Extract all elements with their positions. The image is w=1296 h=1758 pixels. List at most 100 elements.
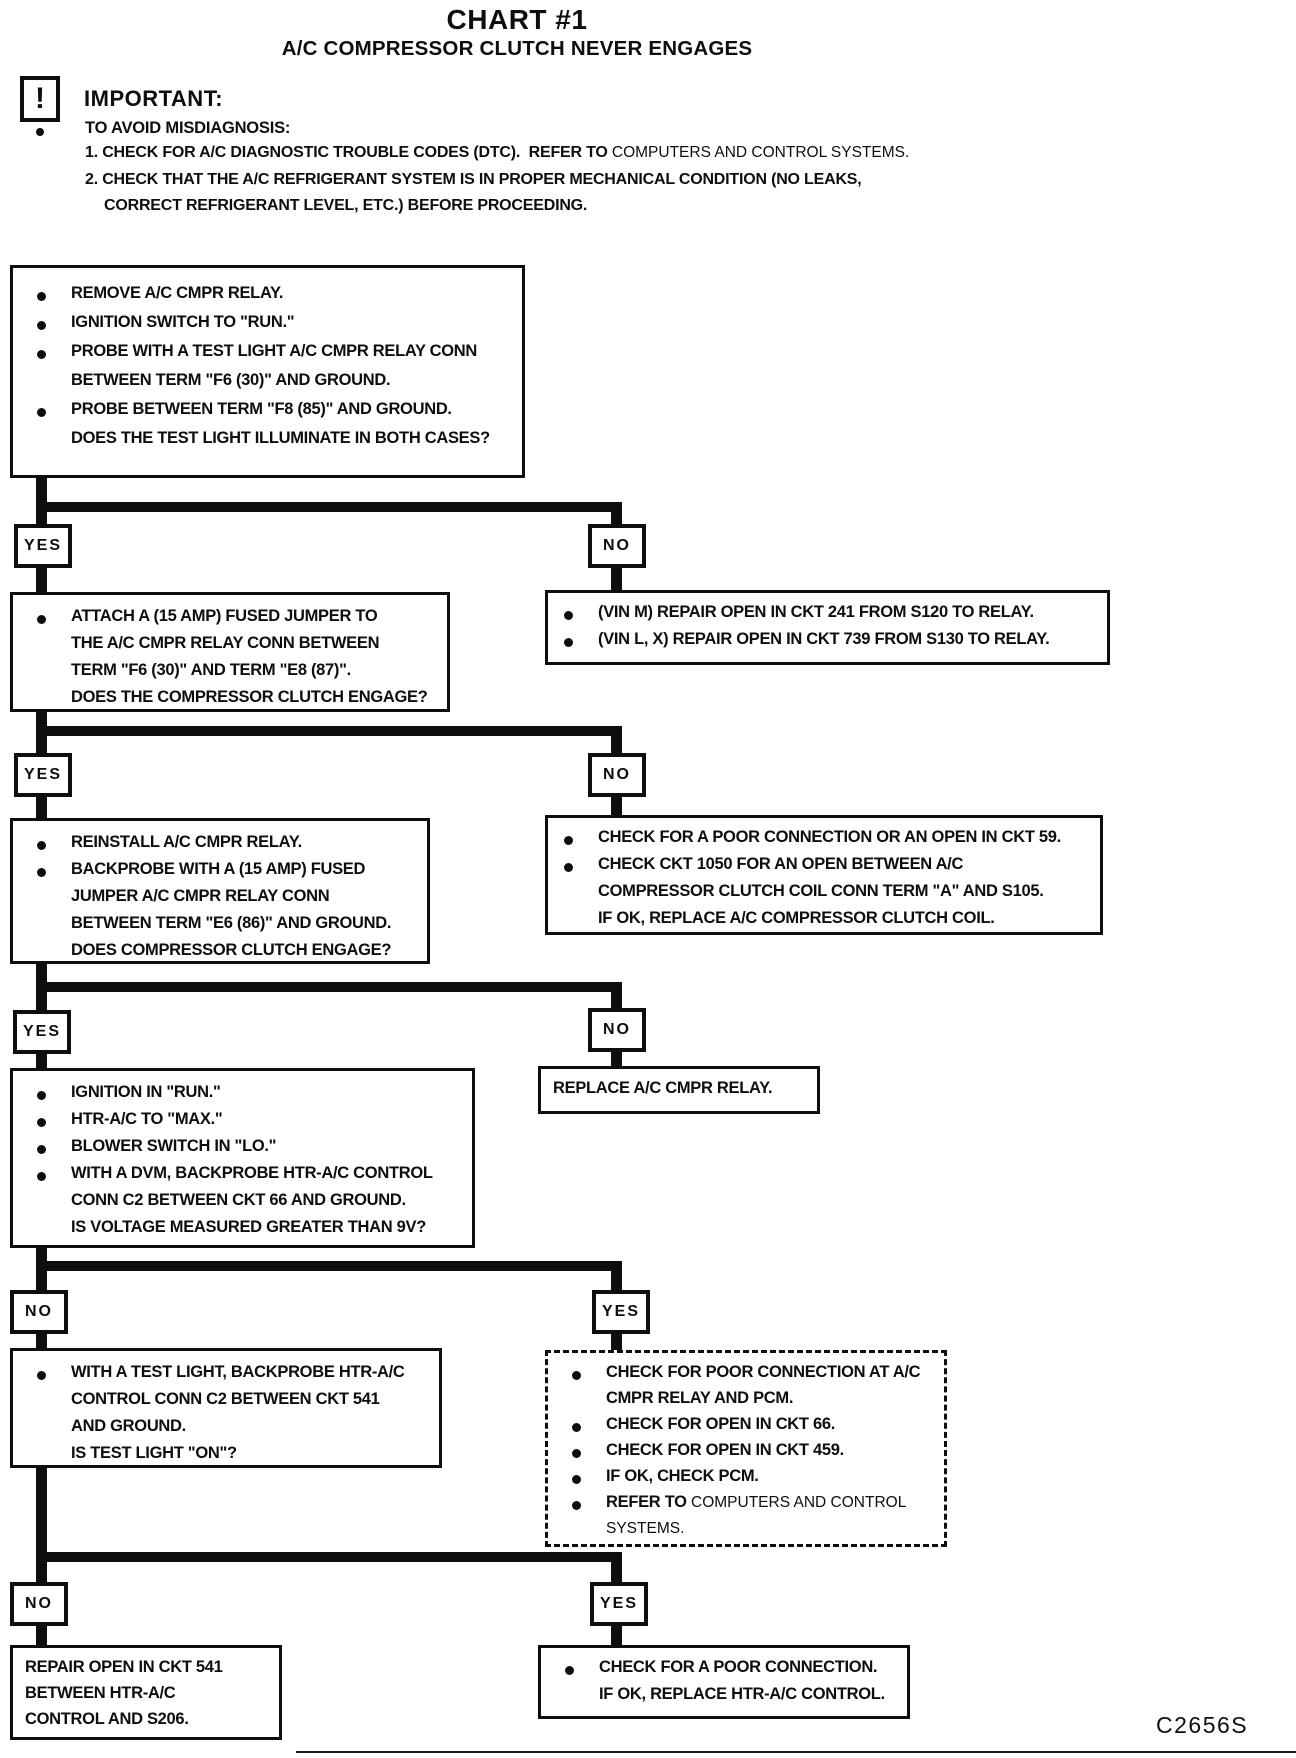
flow-node-line: BETWEEN TERM "F6 (30)" AND GROUND.	[13, 371, 522, 400]
flow-text: PROBE WITH A TEST LIGHT A/C CMPR RELAY C…	[71, 342, 478, 360]
flow-node-line: IF OK, REPLACE A/C COMPRESSOR CLUTCH COI…	[548, 909, 1100, 932]
flow-connector	[36, 1261, 622, 1271]
bullet-icon	[36, 128, 44, 136]
flow-connector	[611, 1334, 622, 1350]
bullet-icon	[37, 1371, 46, 1380]
flow-text: WITH A TEST LIGHT, BACKPROBE HTR-A/C	[71, 1363, 405, 1381]
decision-d2-yes: YES	[14, 753, 72, 797]
flow-text: CONTROL CONN C2 BETWEEN CKT 541	[71, 1390, 380, 1408]
flow-text: IF OK, REPLACE A/C COMPRESSOR CLUTCH COI…	[598, 909, 995, 927]
flow-text: PROBE BETWEEN TERM "F8 (85)" AND GROUND.	[71, 400, 452, 418]
bullet-icon	[564, 863, 573, 872]
decision-label: YES	[22, 1023, 61, 1040]
bullet-icon	[37, 292, 46, 301]
flow-node-line: IS VOLTAGE MEASURED GREATER THAN 9V?	[13, 1218, 472, 1245]
flow-text: DOES THE COMPRESSOR CLUTCH ENGAGE?	[71, 688, 428, 706]
flow-text: AND GROUND.	[71, 1417, 186, 1435]
flow-connector	[36, 1248, 47, 1263]
flow-node-line: IF OK, CHECK PCM.	[548, 1467, 944, 1493]
bullet-icon	[572, 1449, 581, 1458]
flow-node-line: IS TEST LIGHT "ON"?	[13, 1444, 439, 1465]
flow-node-line: BACKPROBE WITH A (15 AMP) FUSED	[13, 860, 427, 887]
flow-node-line: BETWEEN TERM "E6 (86)" AND GROUND.	[13, 914, 427, 941]
flow-text: 2. CHECK THAT THE A/C REFRIGERANT SYSTEM…	[85, 171, 862, 188]
flow-node-line: CONTROL AND S206.	[13, 1710, 279, 1736]
flow-text: BLOWER SWITCH IN "LO."	[71, 1137, 277, 1155]
flow-node-step-2-yes: ATTACH A (15 AMP) FUSED JUMPER TO THE A/C…	[10, 592, 450, 712]
flow-text: REPAIR OPEN IN CKT 541	[25, 1658, 223, 1676]
flow-node-line: REINSTALL A/C CMPR RELAY.	[13, 833, 427, 860]
flow-text: CMPR RELAY AND PCM.	[606, 1389, 794, 1407]
chart-title: CHART #1	[446, 4, 588, 35]
flow-text: THE A/C CMPR RELAY CONN BETWEEN	[71, 634, 380, 652]
flow-node-line: THE A/C CMPR RELAY CONN BETWEEN	[13, 634, 447, 661]
bullet-icon	[37, 1172, 46, 1181]
flow-text: REINSTALL A/C CMPR RELAY.	[71, 833, 302, 851]
flow-node-line: IF OK, REPLACE HTR-A/C CONTROL.	[541, 1685, 907, 1712]
flow-node-line: REFER TO COMPUTERS AND CONTROL	[548, 1493, 944, 1519]
flow-connector	[611, 726, 622, 753]
flow-node-line: WITH A DVM, BACKPROBE HTR-A/C CONTROL	[13, 1164, 472, 1191]
bullet-icon	[37, 868, 46, 877]
flow-node-line: BLOWER SWITCH IN "LO."	[13, 1137, 472, 1164]
flow-connector	[36, 797, 47, 818]
flow-node-line: HTR-A/C TO "MAX."	[13, 1110, 472, 1137]
flow-node-line: IGNITION IN "RUN."	[13, 1083, 472, 1110]
flow-text: CHECK FOR OPEN IN CKT 66.	[606, 1415, 836, 1433]
decision-d3-no: NO	[588, 1008, 646, 1052]
bullet-icon	[564, 836, 573, 845]
flow-connector	[611, 502, 622, 524]
flow-node-step-5-no: WITH A TEST LIGHT, BACKPROBE HTR-A/C CONT…	[10, 1348, 442, 1468]
flow-text: JUMPER A/C CMPR RELAY CONN	[71, 887, 330, 905]
decision-label: NO	[603, 1021, 631, 1038]
bullet-icon	[37, 1091, 46, 1100]
flow-text: BETWEEN TERM "E6 (86)" AND GROUND.	[71, 914, 392, 932]
bullet-icon	[565, 1666, 574, 1675]
flow-connector	[36, 712, 47, 728]
flow-node-line: JUMPER A/C CMPR RELAY CONN	[13, 887, 427, 914]
flow-connector	[36, 568, 47, 592]
flow-text: REMOVE A/C CMPR RELAY.	[71, 284, 284, 302]
flow-node-line: DOES THE COMPRESSOR CLUTCH ENGAGE?	[13, 688, 447, 709]
flow-node-line: ATTACH A (15 AMP) FUSED JUMPER TO	[13, 607, 447, 634]
flow-node-line: IGNITION SWITCH TO "RUN."	[13, 313, 522, 342]
bullet-icon	[572, 1423, 581, 1432]
flow-text: HTR-A/C TO "MAX."	[71, 1110, 223, 1128]
bullet-icon	[37, 615, 46, 624]
decision-d5-yes: YES	[590, 1582, 648, 1626]
flow-connector	[36, 1054, 47, 1068]
bullet-icon	[37, 1118, 46, 1127]
flow-text: COMPUTERS AND CONTROL	[691, 1494, 907, 1511]
flow-node-line: REPAIR OPEN IN CKT 541	[13, 1658, 279, 1684]
flow-text: CHECK FOR OPEN IN CKT 459.	[606, 1441, 844, 1459]
flow-node-line: CHECK FOR A POOR CONNECTION.	[541, 1658, 907, 1685]
decision-d4-no: NO	[10, 1290, 68, 1334]
important-icon: !	[20, 76, 60, 122]
flow-connector	[36, 502, 622, 512]
flow-connector	[36, 1334, 47, 1348]
decision-label: NO	[25, 1303, 53, 1320]
flow-text: (VIN M) REPAIR OPEN IN CKT 241 FROM S120…	[598, 603, 1034, 621]
flow-node-line: PROBE BETWEEN TERM "F8 (85)" AND GROUND.	[13, 400, 522, 429]
bullet-icon	[572, 1371, 581, 1380]
flow-text: ATTACH A (15 AMP) FUSED JUMPER TO	[71, 607, 378, 625]
flow-node-line: REMOVE A/C CMPR RELAY.	[13, 284, 522, 313]
bullet-icon	[37, 841, 46, 850]
flow-node-line: CHECK FOR POOR CONNECTION AT A/C	[548, 1363, 944, 1389]
bullet-icon	[572, 1475, 581, 1484]
decision-label: YES	[601, 1303, 640, 1320]
decision-d4-yes: YES	[592, 1290, 650, 1334]
flow-node-line: PROBE WITH A TEST LIGHT A/C CMPR RELAY C…	[13, 342, 522, 371]
flow-connector	[611, 797, 622, 815]
flow-connector	[611, 568, 622, 590]
decision-label: NO	[25, 1595, 53, 1612]
flow-connector	[36, 1552, 622, 1562]
flow-node-line: CONTROL CONN C2 BETWEEN CKT 541	[13, 1390, 439, 1417]
flow-node-line: DOES THE TEST LIGHT ILLUMINATE IN BOTH C…	[13, 429, 522, 458]
important-note-2: 2. CHECK THAT THE A/C REFRIGERANT SYSTEM…	[85, 171, 862, 189]
flow-text: BETWEEN TERM "F6 (30)" AND GROUND.	[71, 371, 391, 389]
flow-node-line: (VIN M) REPAIR OPEN IN CKT 241 FROM S120…	[548, 603, 1107, 630]
